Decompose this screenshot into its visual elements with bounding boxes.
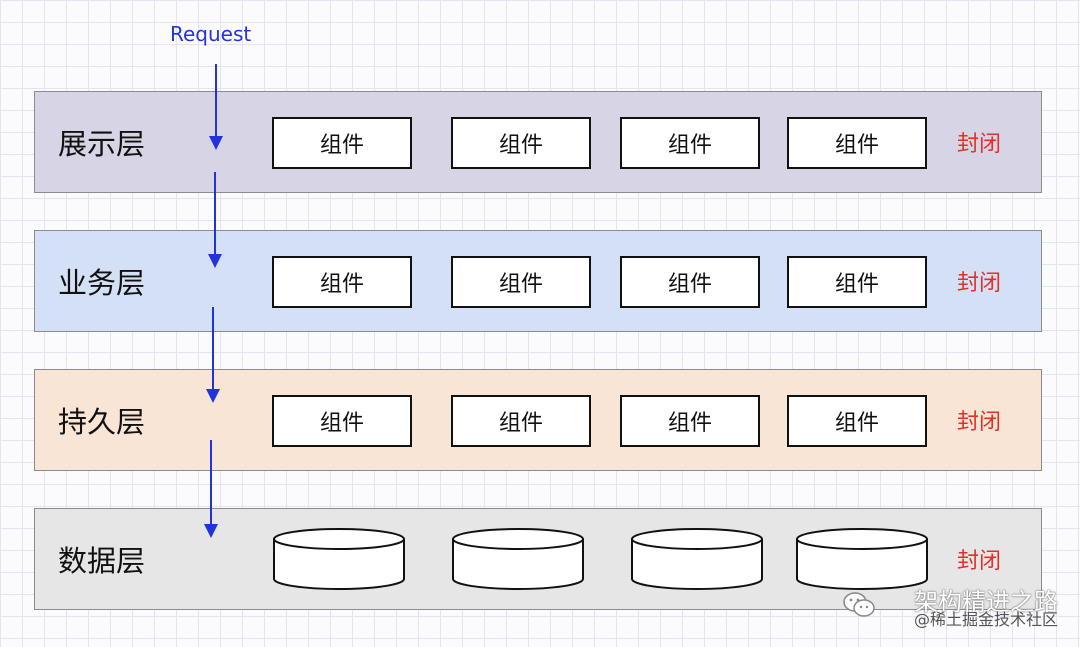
layer-presentation: 展示层 组件 组件 组件 组件 封闭: [34, 91, 1042, 193]
component-box: 组件: [620, 395, 760, 447]
component-box: 组件: [787, 395, 927, 447]
layer-persistence: 持久层 组件 组件 组件 组件 封闭: [34, 369, 1042, 471]
sealed-label: 封闭: [957, 271, 1002, 296]
layer-data: 数据层 封闭: [34, 508, 1042, 610]
component-box: 组件: [451, 395, 591, 447]
sealed-label: 封闭: [957, 549, 1002, 574]
component-box: 组件: [272, 117, 412, 169]
database-cylinder-icon: [796, 528, 928, 590]
watermark-title: 架构精进之路: [914, 588, 1058, 616]
wechat-icon: [843, 592, 875, 617]
component-box: 组件: [272, 395, 412, 447]
layer-label: 数据层: [58, 544, 146, 578]
request-arrow-icon: [206, 307, 220, 403]
database-cylinder-icon: [631, 528, 763, 590]
database-cylinder-icon: [273, 528, 405, 590]
component-box: 组件: [620, 256, 760, 308]
layer-business: 业务层 组件 组件 组件 组件 封闭: [34, 230, 1042, 332]
watermark-text: 架构精进之路 @稀土掘金技术社区: [884, 582, 1058, 629]
request-arrow-icon: [209, 64, 223, 150]
component-box: 组件: [451, 117, 591, 169]
layer-label: 持久层: [58, 405, 146, 439]
sealed-label: 封闭: [957, 132, 1002, 157]
component-box: 组件: [620, 117, 760, 169]
component-box: 组件: [787, 117, 927, 169]
layer-label: 展示层: [58, 127, 146, 161]
watermark: 架构精进之路 @稀土掘金技术社区: [842, 582, 1058, 629]
component-box: 组件: [451, 256, 591, 308]
component-box: 组件: [787, 256, 927, 308]
component-box: 组件: [272, 256, 412, 308]
layer-label: 业务层: [58, 266, 146, 300]
watermark-subtitle: @稀土掘金技术社区: [913, 610, 1058, 629]
sealed-label: 封闭: [957, 410, 1002, 435]
request-label: Request: [170, 22, 252, 46]
request-arrow-icon: [204, 440, 218, 538]
request-arrow-icon: [208, 172, 222, 268]
database-cylinder-icon: [452, 528, 584, 590]
